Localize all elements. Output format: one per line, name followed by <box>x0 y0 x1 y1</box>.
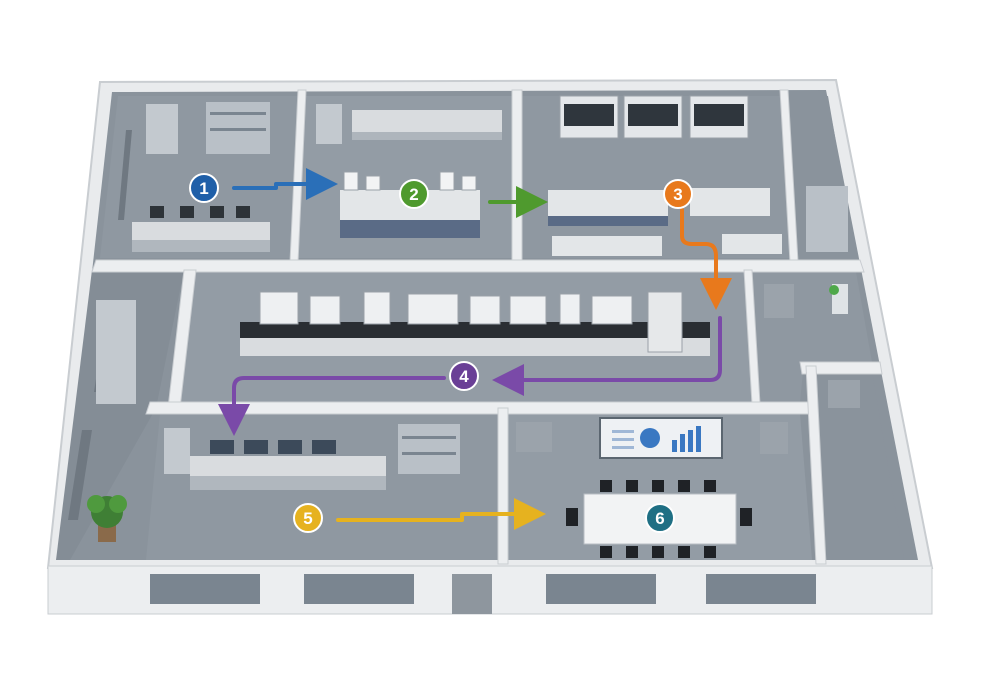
workbench <box>132 222 270 240</box>
flow-arrows <box>218 168 732 530</box>
step-marker-1: 1 <box>189 173 219 203</box>
storage-cabinets <box>96 300 136 404</box>
step-marker-5: 5 <box>293 503 323 533</box>
potted-plant-icon <box>87 495 127 542</box>
door <box>760 422 788 454</box>
step-markers: 1 2 3 4 5 6 <box>189 173 693 533</box>
corridor-floor <box>56 270 184 560</box>
step-marker-3-label: 3 <box>673 185 682 204</box>
monitor <box>150 206 164 218</box>
analyzer <box>647 291 683 353</box>
window <box>706 574 816 604</box>
interior-walls <box>91 89 883 565</box>
bench <box>552 236 662 256</box>
analyzer <box>559 293 581 325</box>
analyzer <box>309 295 341 325</box>
instrument <box>439 171 455 191</box>
step-marker-2: 2 <box>399 179 429 209</box>
step-marker-6: 6 <box>645 503 675 533</box>
presentation-screen <box>599 417 723 459</box>
step-marker-5-label: 5 <box>303 509 312 528</box>
restroom <box>764 284 860 408</box>
monitor <box>210 206 224 218</box>
analyzer <box>407 293 459 325</box>
analyzer <box>591 295 633 325</box>
cabinet <box>164 428 190 474</box>
monitor <box>244 440 268 454</box>
instrument <box>343 171 359 191</box>
step-marker-3: 3 <box>663 179 693 209</box>
instrument <box>365 175 381 191</box>
flow-arrow-4-5b <box>218 376 446 436</box>
monitor <box>210 440 234 454</box>
step-marker-4: 4 <box>449 361 479 391</box>
room-1-furniture <box>132 102 270 252</box>
bench <box>548 190 668 216</box>
bench <box>722 234 782 254</box>
step-marker-1-label: 1 <box>199 179 208 198</box>
workbench <box>190 456 386 476</box>
room-3-furniture <box>548 95 848 256</box>
instrument <box>461 175 477 191</box>
shelf-unit <box>398 424 460 474</box>
room-2-furniture <box>316 104 502 238</box>
room-6-furniture <box>516 417 788 558</box>
room-5-furniture <box>87 424 460 542</box>
flow-arrow-1-2 <box>232 168 338 200</box>
window <box>304 574 414 604</box>
side-room-floor <box>812 372 904 560</box>
monitor <box>180 206 194 218</box>
analyzer <box>259 291 299 325</box>
front-door <box>452 574 492 614</box>
analyzer <box>509 295 547 325</box>
room-4-furniture <box>96 291 710 404</box>
door <box>764 284 794 318</box>
chairs <box>566 480 752 558</box>
pie-chart-icon <box>640 428 660 448</box>
step-marker-4-label: 4 <box>459 367 469 386</box>
monitor <box>236 206 250 218</box>
analyzer <box>469 295 501 325</box>
analyzer <box>363 291 391 325</box>
flow-arrow-5-6 <box>336 498 546 530</box>
green-fixture-icon <box>829 285 839 295</box>
bench <box>690 188 770 216</box>
flow-arrow-4-5a <box>492 316 722 396</box>
cabinet <box>146 104 178 154</box>
window <box>546 574 656 604</box>
front-wall <box>47 565 933 615</box>
flow-arrow-3-4 <box>680 208 732 310</box>
monitor <box>312 440 336 454</box>
window <box>150 574 260 604</box>
back-bench <box>352 110 502 132</box>
door <box>828 380 860 408</box>
storage-rack <box>806 186 848 252</box>
door <box>516 422 552 452</box>
monitor <box>278 440 302 454</box>
step-marker-6-label: 6 <box>655 509 664 528</box>
cabinet <box>316 104 342 144</box>
long-bench <box>240 322 710 338</box>
step-marker-2-label: 2 <box>409 185 418 204</box>
